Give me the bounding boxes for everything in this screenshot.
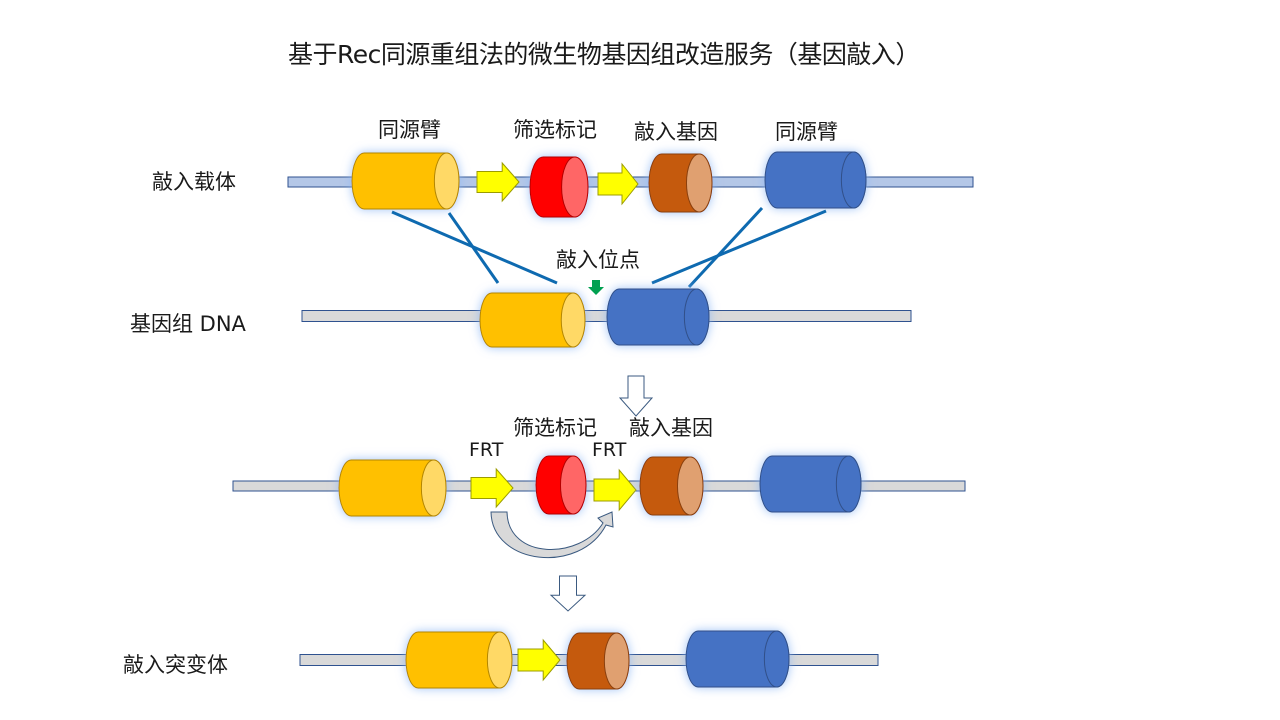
genome-homology-arm-right-cap [683,288,710,346]
label-selection-marker-2: 筛选标记 [513,416,597,440]
intermediate-knockin-gene [639,456,704,516]
vector-homology-arm-left-cap [433,152,460,210]
genome-homology-arm-right [606,288,710,346]
row-label-mutant: 敲入突变体 [123,653,228,677]
mutant-knockin-gene [566,632,630,690]
vector-selection-marker [529,156,589,218]
mutant-frt-arrow [517,638,561,682]
page-title: 基于Rec同源重组法的微生物基因组改造服务（基因敲入） [288,40,920,69]
row-label-vector: 敲入载体 [152,170,236,194]
label-homology-arm-right: 同源臂 [775,120,838,144]
label-frt-1: FRT [469,439,504,461]
label-knockin-gene-2: 敲入基因 [629,416,713,440]
crossover-line-4 [651,209,827,285]
label-homology-arm-left: 同源臂 [378,118,441,142]
excision-curved-arrow-icon [490,511,614,559]
vector-knockin-gene-cap [685,153,713,213]
vector-homology-arm-right-cap [840,151,867,209]
intermediate-homology-arm-left [338,459,447,517]
mutant-homology-arm-left [405,631,513,689]
frt-arrow-1 [470,467,514,509]
genome-backbone [301,310,912,322]
vector-selection-marker-cap [561,156,589,218]
mutant-homology-arm-left-cap [486,631,513,689]
intermediate-homology-arm-right [759,455,862,513]
vector-arrow-1 [476,161,520,203]
genome-homology-arm-left-cap [560,292,586,348]
knockin-site-arrow-icon [588,280,604,295]
vector-arrow-2 [597,162,639,206]
mutant-homology-arm-right [685,630,790,688]
vector-knockin-gene [648,153,713,213]
transition-arrow-1 [618,375,654,417]
intermediate-homology-arm-left-cap [420,459,447,517]
mutant-knockin-gene-cap [603,632,630,690]
mutant-homology-arm-right-cap [763,630,790,688]
label-knockin-site: 敲入位点 [556,248,640,272]
vector-homology-arm-left [351,152,460,210]
row-label-genome: 基因组 DNA [130,312,246,336]
intermediate-knockin-gene-cap [676,456,704,516]
intermediate-selection-marker [535,455,587,515]
crossover-line-3 [687,206,764,289]
intermediate-selection-marker-cap [559,455,587,515]
vector-homology-arm-right [764,151,867,209]
genome-homology-arm-left [479,292,586,348]
label-selection-marker: 筛选标记 [513,118,597,142]
label-knockin-gene: 敲入基因 [634,120,718,144]
label-frt-2: FRT [592,439,627,461]
transition-arrow-2 [549,575,587,612]
crossover-line-2 [447,212,500,284]
intermediate-homology-arm-right-cap [835,455,862,513]
frt-arrow-2 [593,468,637,512]
